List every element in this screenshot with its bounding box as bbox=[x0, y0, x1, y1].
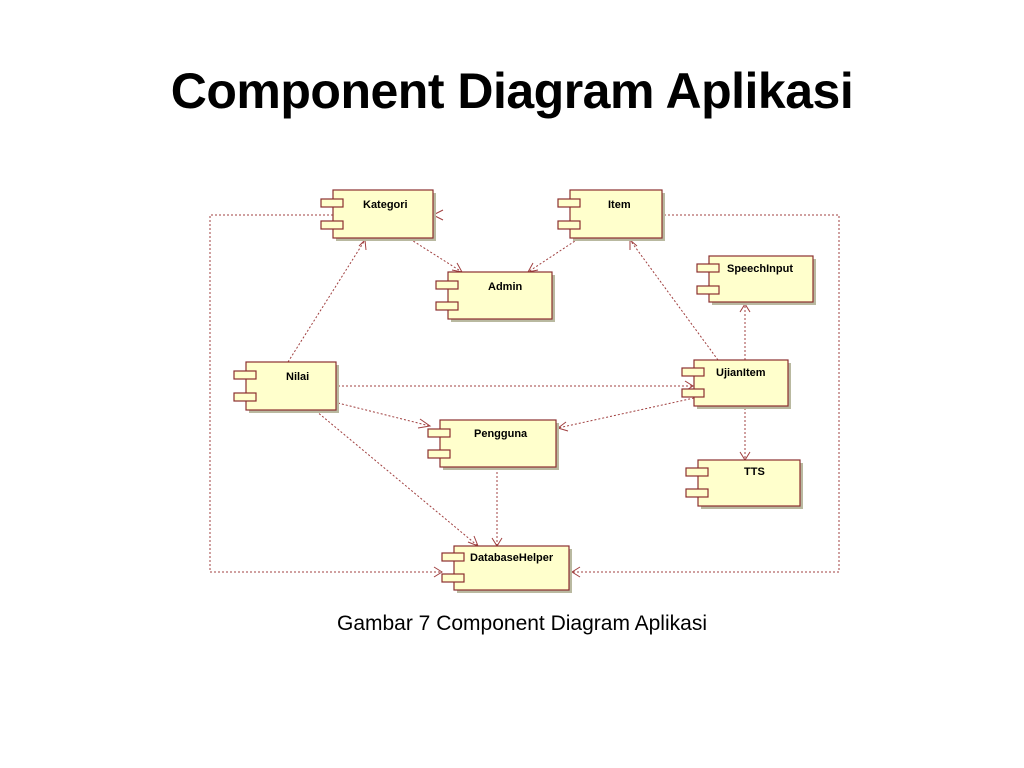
component-admin: Admin bbox=[435, 271, 555, 322]
dependency-nilai-kategori bbox=[287, 239, 366, 363]
page-title: Component Diagram Aplikasi bbox=[170, 63, 854, 119]
component-speechinput: SpeechInput bbox=[696, 255, 816, 305]
component-item: Item bbox=[557, 189, 665, 241]
component-label-databasehelper: DatabaseHelper bbox=[470, 552, 554, 564]
dependency-outer-right bbox=[572, 214, 840, 573]
component-ujianitem: UjianItem bbox=[681, 359, 791, 409]
dependency-nilai-pengguna bbox=[337, 402, 431, 427]
component-databasehelper: DatabaseHelper bbox=[441, 545, 572, 593]
component-label-ujianitem: UjianItem bbox=[716, 367, 766, 379]
component-kategori: Kategori bbox=[320, 189, 436, 241]
component-label-nilai: Nilai bbox=[286, 371, 309, 383]
dependency-kategori-admin bbox=[409, 238, 463, 273]
dependency-nilai-databasehelper bbox=[315, 410, 479, 547]
component-label-tts: TTS bbox=[744, 466, 765, 478]
component-label-pengguna: Pengguna bbox=[474, 428, 528, 440]
arrowhead-icon bbox=[417, 418, 432, 429]
dependency-ujianitem-item bbox=[629, 239, 719, 361]
dependency-item-admin bbox=[527, 238, 579, 273]
arrowhead-icon bbox=[556, 421, 569, 432]
component-pengguna: Pengguna bbox=[427, 419, 559, 470]
dependency-lines bbox=[209, 214, 840, 573]
dependency-outer-left bbox=[209, 214, 442, 573]
component-label-item: Item bbox=[608, 199, 631, 211]
arrowhead-icon bbox=[629, 238, 638, 250]
component-label-speechinput: SpeechInput bbox=[727, 263, 793, 275]
figure-caption: Gambar 7 Component Diagram Aplikasi bbox=[336, 612, 707, 635]
arrowhead-icon bbox=[358, 238, 367, 251]
component-tts: TTS bbox=[685, 459, 803, 509]
arrowhead-icon bbox=[433, 566, 443, 578]
component-nilai: Nilai bbox=[233, 361, 339, 413]
component-label-kategori: Kategori bbox=[363, 199, 408, 211]
dependency-ujianitem-pengguna bbox=[557, 397, 695, 429]
component-label-admin: Admin bbox=[488, 281, 523, 293]
arrowhead-icon bbox=[451, 262, 463, 273]
